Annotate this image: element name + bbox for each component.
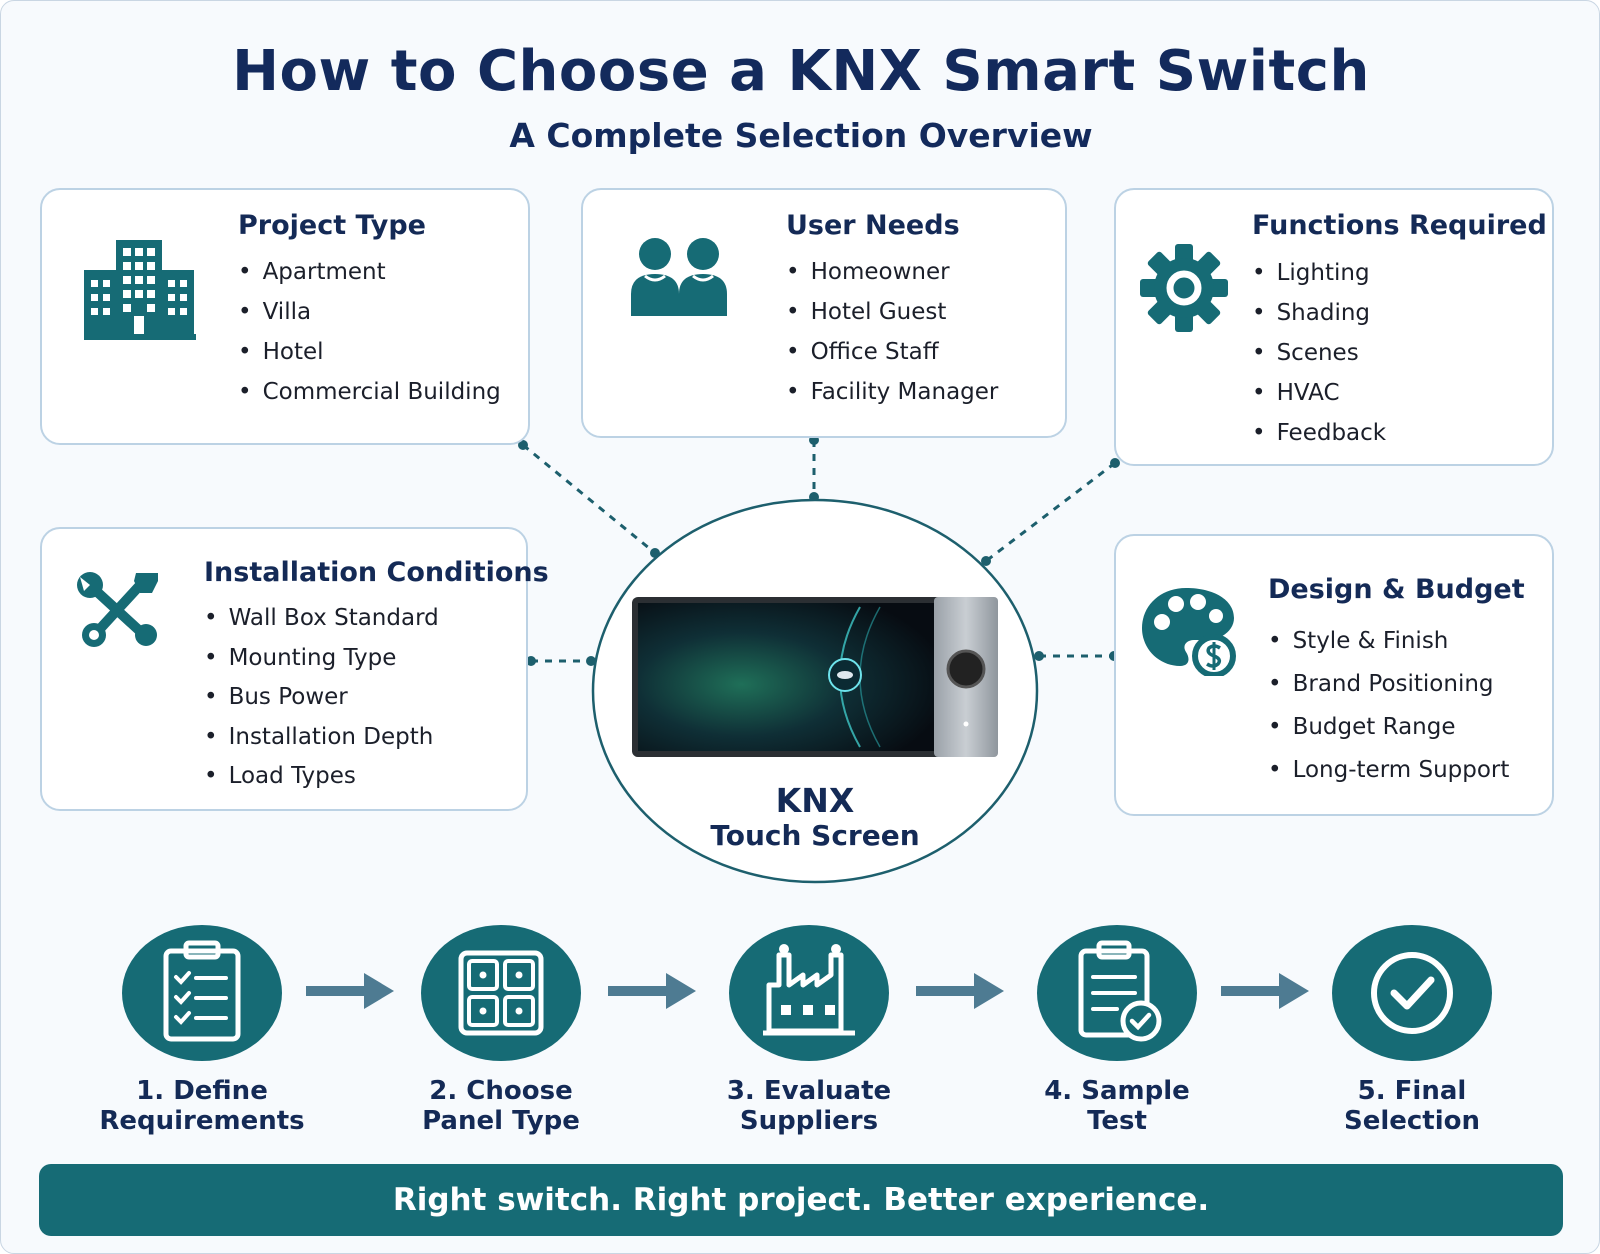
palette-budget-icon <box>1140 586 1240 680</box>
list-item: Brand Positioning <box>1268 663 1509 706</box>
page-subtitle: A Complete Selection Overview <box>509 116 1093 155</box>
step-2-circle <box>421 925 581 1061</box>
connector-dot <box>518 440 528 450</box>
checklist-icon <box>163 940 241 1042</box>
list-item: Lighting <box>1252 253 1386 293</box>
functions-required-title: Functions Required <box>1252 210 1547 241</box>
step-1-number-label: 1. Define <box>136 1076 268 1106</box>
users-icon <box>629 236 729 320</box>
list-item: HVAC <box>1252 373 1386 413</box>
factory-icon <box>763 944 855 1036</box>
step-4-name-label: Test <box>1087 1106 1147 1136</box>
list-item: Bus Power <box>204 678 439 718</box>
list-item: Facility Manager <box>786 372 999 412</box>
user-needs-list: Homeowner Hotel Guest Office Staff Facil… <box>786 252 999 412</box>
project-type-title: Project Type <box>238 210 426 241</box>
step-4-number-label: 4. Sample <box>1044 1076 1190 1106</box>
buildings-icon <box>84 236 196 344</box>
design-budget-card: Design & Budget Style & Finish Brand Pos… <box>1114 534 1554 816</box>
step-5-name-label: Selection <box>1343 1106 1481 1136</box>
list-item: Mounting Type <box>204 639 439 679</box>
step-2-number-label: 2. Choose <box>429 1076 573 1106</box>
step-5-circle <box>1332 925 1492 1061</box>
step-1-name-label: Requirements <box>99 1106 305 1136</box>
project-type-list: Apartment Villa Hotel Commercial Buildin… <box>238 252 501 412</box>
list-item: Style & Finish <box>1268 620 1509 663</box>
installation-conditions-title: Installation Conditions <box>204 557 549 588</box>
step-4-circle <box>1037 925 1197 1061</box>
design-budget-list: Style & Finish Brand Positioning Budget … <box>1268 620 1510 792</box>
panel-grid-icon <box>458 950 544 1036</box>
step-4-label: 4. Sample Test <box>987 1076 1247 1136</box>
list-item: Villa <box>238 292 501 332</box>
user-needs-card: User Needs Homeowner Hotel Guest Office … <box>581 188 1067 438</box>
touch-panel-device <box>632 597 998 757</box>
list-item: Scenes <box>1252 333 1386 373</box>
installation-conditions-list: Wall Box Standard Mounting Type Bus Powe… <box>204 599 439 797</box>
check-circle-icon <box>1371 952 1453 1034</box>
list-item: Feedback <box>1252 413 1387 453</box>
list-item: Homeowner <box>786 252 998 292</box>
design-budget-title: Design & Budget <box>1268 574 1525 605</box>
tools-icon <box>76 571 160 651</box>
step-3-label: 3. Evaluate Suppliers <box>679 1076 939 1136</box>
list-item: Long-term Support <box>1268 749 1510 792</box>
list-item: Load Types <box>204 757 439 797</box>
hub-subtitle: Touch Screen <box>710 819 920 852</box>
list-item: Hotel Guest <box>786 292 998 332</box>
step-2-name-label: Panel Type <box>422 1106 580 1136</box>
list-item: Hotel <box>238 332 501 372</box>
arrow-right-icon <box>1221 973 1309 1009</box>
list-item: Apartment <box>238 252 501 292</box>
clipboard-check-icon <box>1078 940 1162 1042</box>
connector-project <box>522 443 656 555</box>
functions-required-card: Functions Required Lighting Shading Scen… <box>1114 188 1554 466</box>
step-3-number-label: 3. Evaluate <box>726 1076 892 1106</box>
tagline-banner: Right switch. Right project. Better expe… <box>39 1164 1563 1236</box>
page-title: How to Choose a KNX Smart Switch <box>232 39 1370 104</box>
connector-dot <box>586 656 596 666</box>
list-item: Commercial Building <box>238 372 501 412</box>
list-item: Shading <box>1252 293 1386 333</box>
step-2-label: 2. Choose Panel Type <box>371 1076 631 1136</box>
functions-required-list: Lighting Shading Scenes HVAC Feedback <box>1252 253 1387 453</box>
connector-dot <box>1034 651 1044 661</box>
list-item: Installation Depth <box>204 718 439 758</box>
list-item: Budget Range <box>1268 706 1509 749</box>
hub-title: KNX <box>775 781 855 820</box>
arrow-right-icon <box>306 973 394 1009</box>
knx-touch-screen-hub <box>591 498 1039 884</box>
step-1-circle <box>122 925 282 1061</box>
connector-dot <box>1110 458 1120 468</box>
step-5-label: 5. Final Selection <box>1282 1076 1542 1136</box>
arrow-right-icon <box>916 973 1004 1009</box>
gear-icon <box>1138 242 1230 338</box>
project-type-card: Project Type Apartment Villa Hotel Comme… <box>40 188 530 445</box>
step-5-number-label: 5. Final <box>1357 1076 1467 1106</box>
list-item: Wall Box Standard <box>204 599 439 639</box>
list-item: Office Staff <box>786 332 998 372</box>
installation-conditions-card: Installation Conditions Wall Box Standar… <box>40 527 549 811</box>
user-needs-title: User Needs <box>786 210 960 241</box>
step-1-label: 1. Define Requirements <box>72 1076 332 1136</box>
step-3-name-label: Suppliers <box>739 1106 879 1136</box>
step-3-circle <box>729 925 889 1061</box>
arrow-right-icon <box>608 973 696 1009</box>
connector-dot <box>981 556 991 566</box>
connector-dot <box>526 656 536 666</box>
